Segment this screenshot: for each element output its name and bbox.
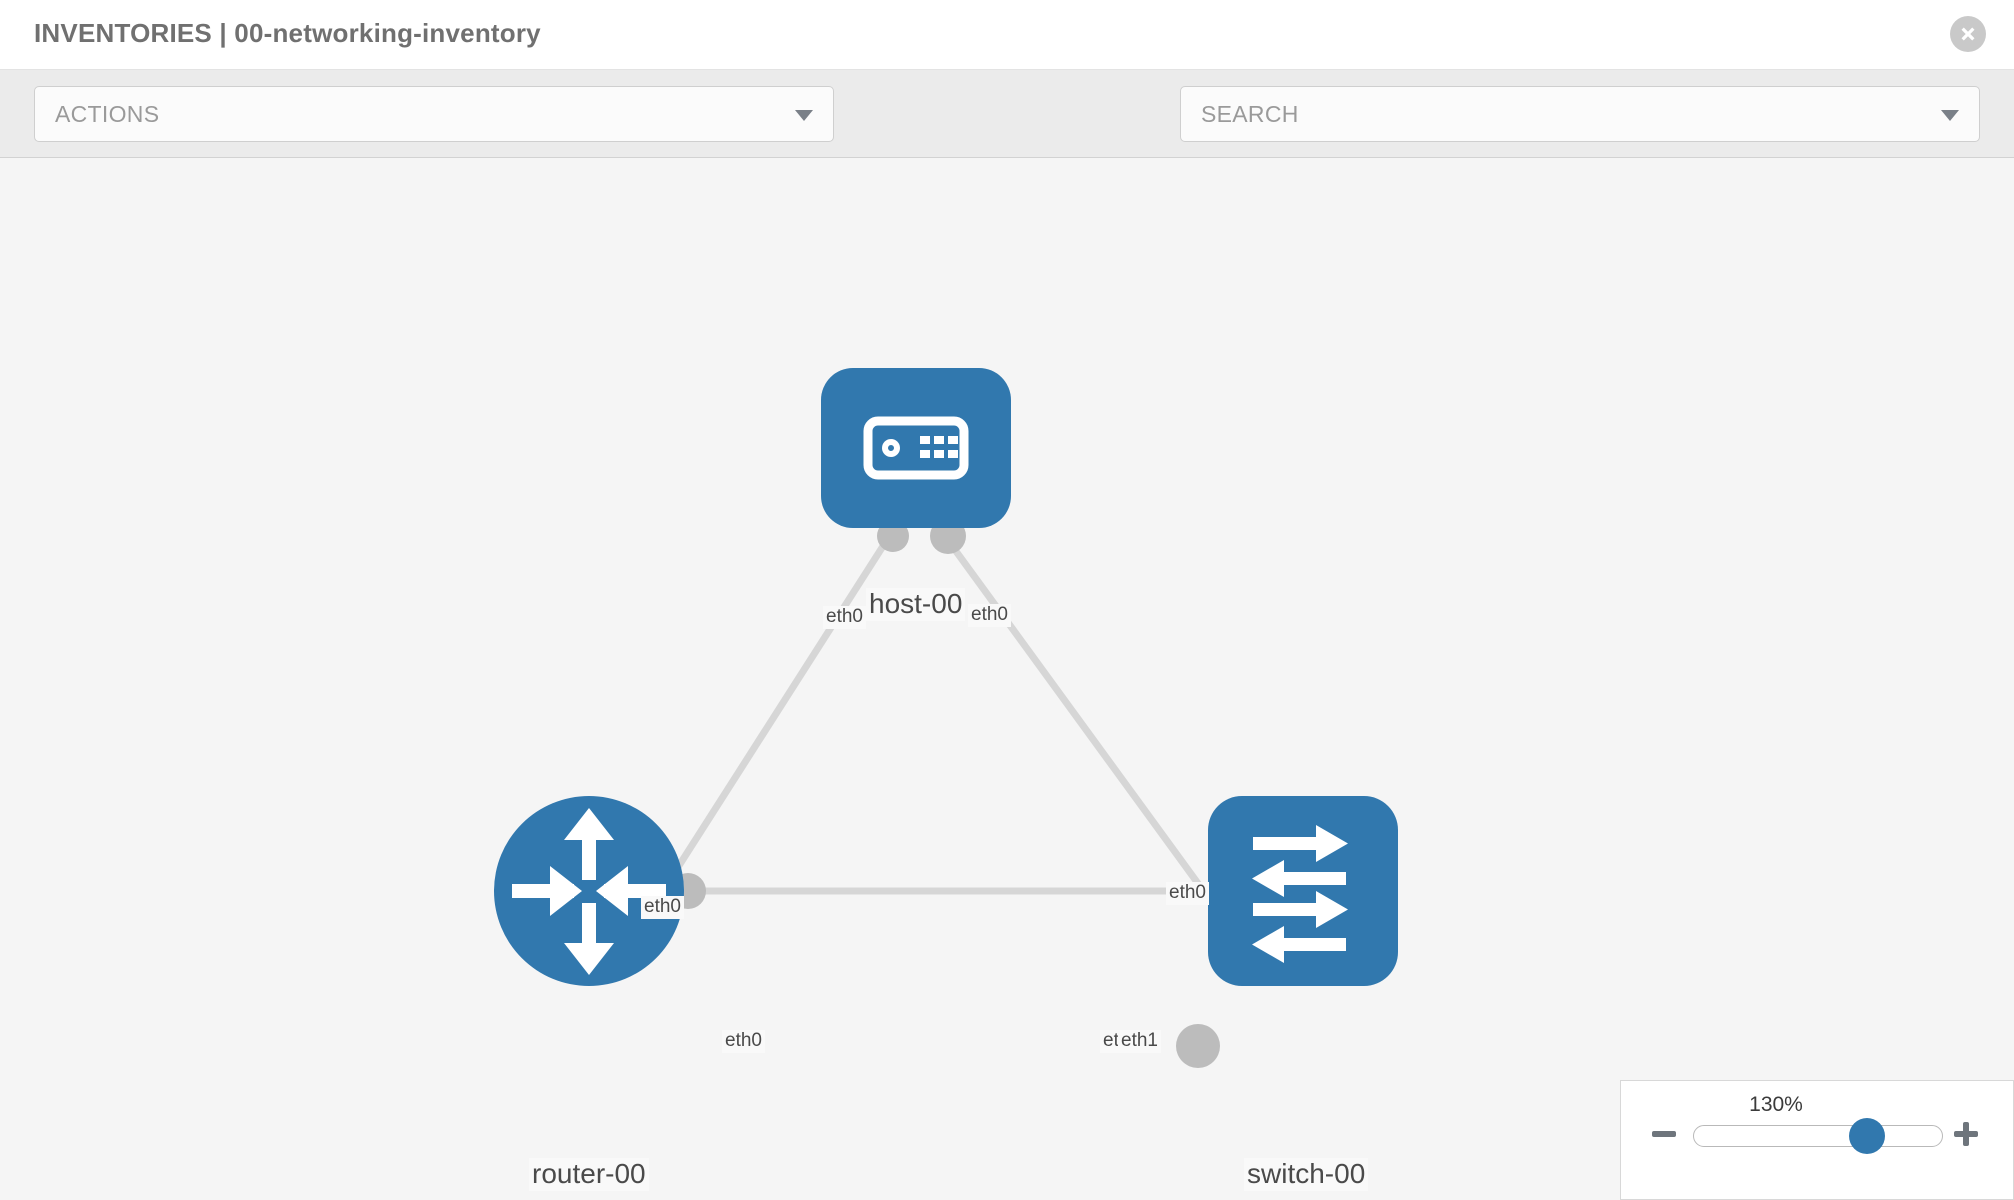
interface-label-switch-uplink-eth0: eth0 [1166,882,1209,905]
zoom-in-button[interactable] [1951,1119,1981,1149]
node-switch-00 [1208,796,1398,986]
zoom-slider[interactable] [1693,1118,1943,1154]
toolbar: ACTIONS SEARCH [0,70,2014,200]
router-four-arrows-icon [512,808,666,975]
server-appliance-icon [863,416,969,480]
search-placeholder: SEARCH [1201,101,1299,127]
zoom-out-button[interactable] [1649,1119,1679,1149]
chevron-down-icon [1941,110,1959,121]
zoom-control-panel: 130% [1620,1080,2014,1200]
interface-label-host-eth0-right: eth0 [968,604,1011,627]
node-label-switch-00: switch-00 [1244,1158,1369,1191]
node-host-00 [821,368,1011,528]
page-title: INVENTORIES | 00-networking-inventory [34,18,541,48]
topology-canvas[interactable]: eth0 host-00 eth0 eth0 eth0 eth0 eth0 et… [0,158,2014,1200]
node-label-host-00: host-00 [866,588,966,621]
zoom-level-value: 130% [1749,1093,1803,1116]
switch-bidirectional-arrows-icon [1252,825,1348,963]
chevron-down-icon [795,110,813,121]
close-icon[interactable] [1950,16,1986,52]
node-router-00 [494,796,684,986]
interface-label-router-uplink-eth0: eth0 [641,896,684,919]
interface-label-router-eth0: eth0 [722,1030,765,1053]
actions-dropdown[interactable]: ACTIONS [34,86,834,142]
page-header: INVENTORIES | 00-networking-inventory [0,0,2014,70]
zoom-slider-thumb[interactable] [1849,1118,1885,1154]
interface-label-switch-eth1: eth1 [1118,1030,1161,1053]
search-input[interactable]: SEARCH [1180,86,1980,142]
node-label-router-00: router-00 [529,1158,649,1191]
connector-switch-left [1176,1024,1220,1068]
actions-dropdown-label: ACTIONS [55,101,160,127]
interface-label-host-eth0-left: eth0 [823,606,866,629]
topology-graph [494,368,1398,1068]
